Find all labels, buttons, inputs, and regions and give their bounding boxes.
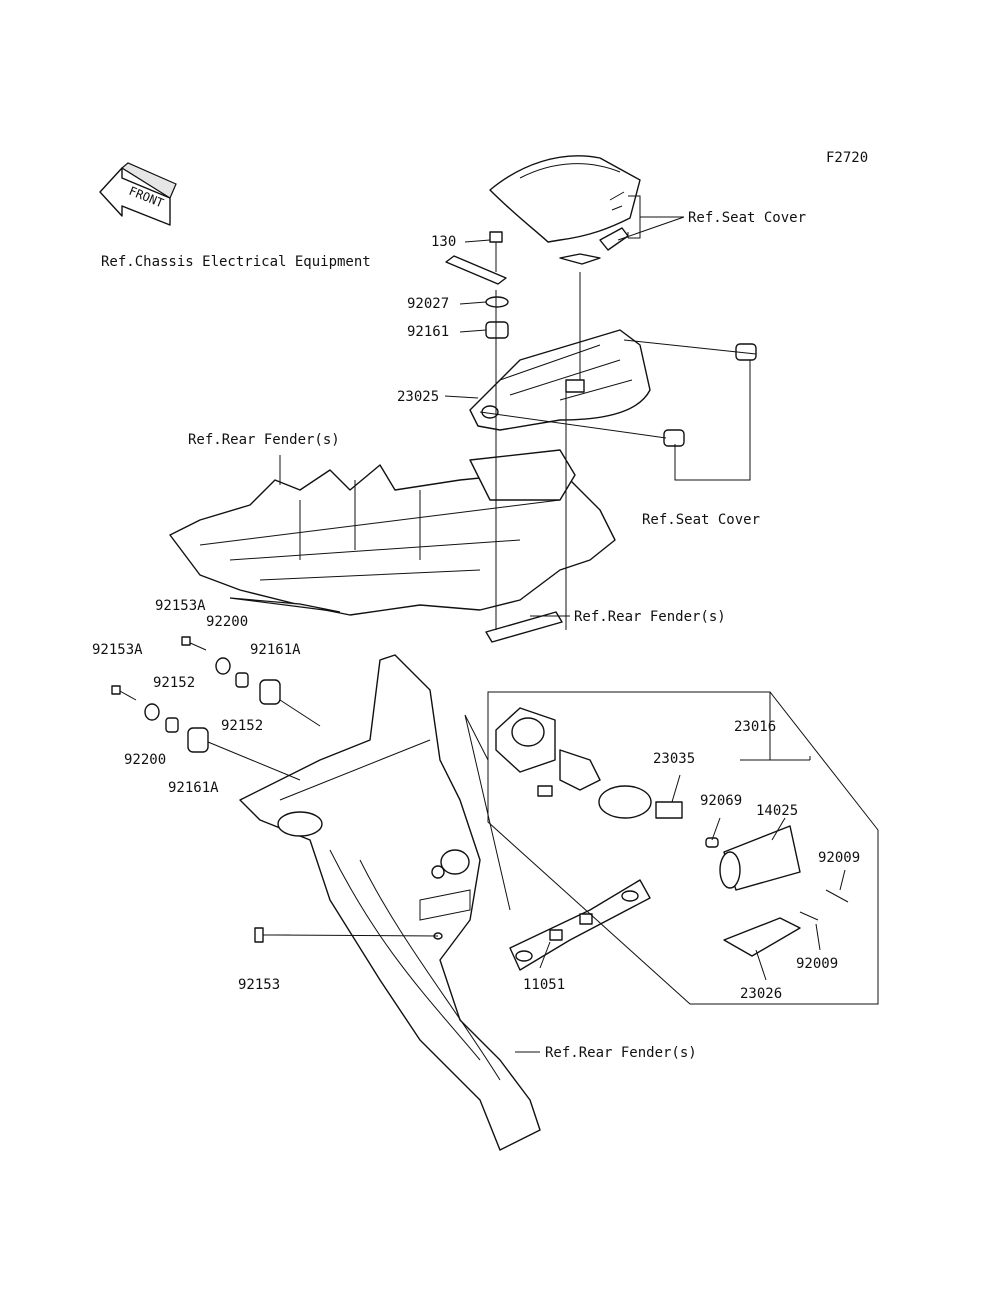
grommet-92161-part — [485, 321, 509, 339]
part-label-92153A-b: 92153A — [92, 642, 143, 658]
callout-chassis-electrical: Ref.Chassis Electrical Equipment — [101, 254, 371, 270]
bracket-11051-part — [509, 879, 651, 971]
part-label-92009-a: 92009 — [818, 850, 860, 866]
bracket-23025-part — [469, 329, 651, 431]
part-label-23035: 23035 — [653, 751, 695, 767]
washer-92027-part — [485, 296, 509, 308]
callout-rear-fender-mid: Ref.Rear Fender(s) — [574, 609, 726, 625]
rear-fender-lower-part — [239, 654, 541, 1151]
part-label-92069: 92069 — [700, 793, 742, 809]
grommet-right-b — [663, 429, 685, 447]
part-label-11051: 11051 — [523, 977, 565, 993]
leader-lines — [207, 195, 846, 1053]
part-label-23016: 23016 — [734, 719, 776, 735]
callout-seat-cover-right: Ref.Seat Cover — [642, 512, 760, 528]
part-label-92200-a: 92200 — [206, 614, 248, 630]
seat-cover-part — [489, 155, 641, 265]
part-label-92200-b: 92200 — [124, 752, 166, 768]
part-label-92152-b: 92152 — [221, 718, 263, 734]
callout-rear-fender-top: Ref.Rear Fender(s) — [188, 432, 340, 448]
bolt-130-part — [489, 231, 503, 272]
part-label-130: 130 — [431, 234, 456, 250]
taillight-parts — [495, 707, 849, 957]
electrical-strap-part — [445, 255, 507, 285]
part-label-23026: 23026 — [740, 986, 782, 1002]
part-label-92161A-a: 92161A — [250, 642, 301, 658]
hardware-left — [111, 636, 281, 753]
part-label-92153: 92153 — [238, 977, 280, 993]
part-label-23025: 23025 — [397, 389, 439, 405]
figure-code: F2720 — [826, 150, 868, 166]
part-label-92027: 92027 — [407, 296, 449, 312]
part-label-92161: 92161 — [407, 324, 449, 340]
part-label-14025: 14025 — [756, 803, 798, 819]
part-label-92153A-a: 92153A — [155, 598, 206, 614]
part-label-92009-b: 92009 — [796, 956, 838, 972]
part-label-92152-a: 92152 — [153, 675, 195, 691]
part-label-92161A-b: 92161A — [168, 780, 219, 796]
front-arrow-icon: FRONT — [99, 162, 177, 226]
callout-rear-fender-bottom: Ref.Rear Fender(s) — [545, 1045, 697, 1061]
callout-seat-cover-top: Ref.Seat Cover — [688, 210, 806, 226]
